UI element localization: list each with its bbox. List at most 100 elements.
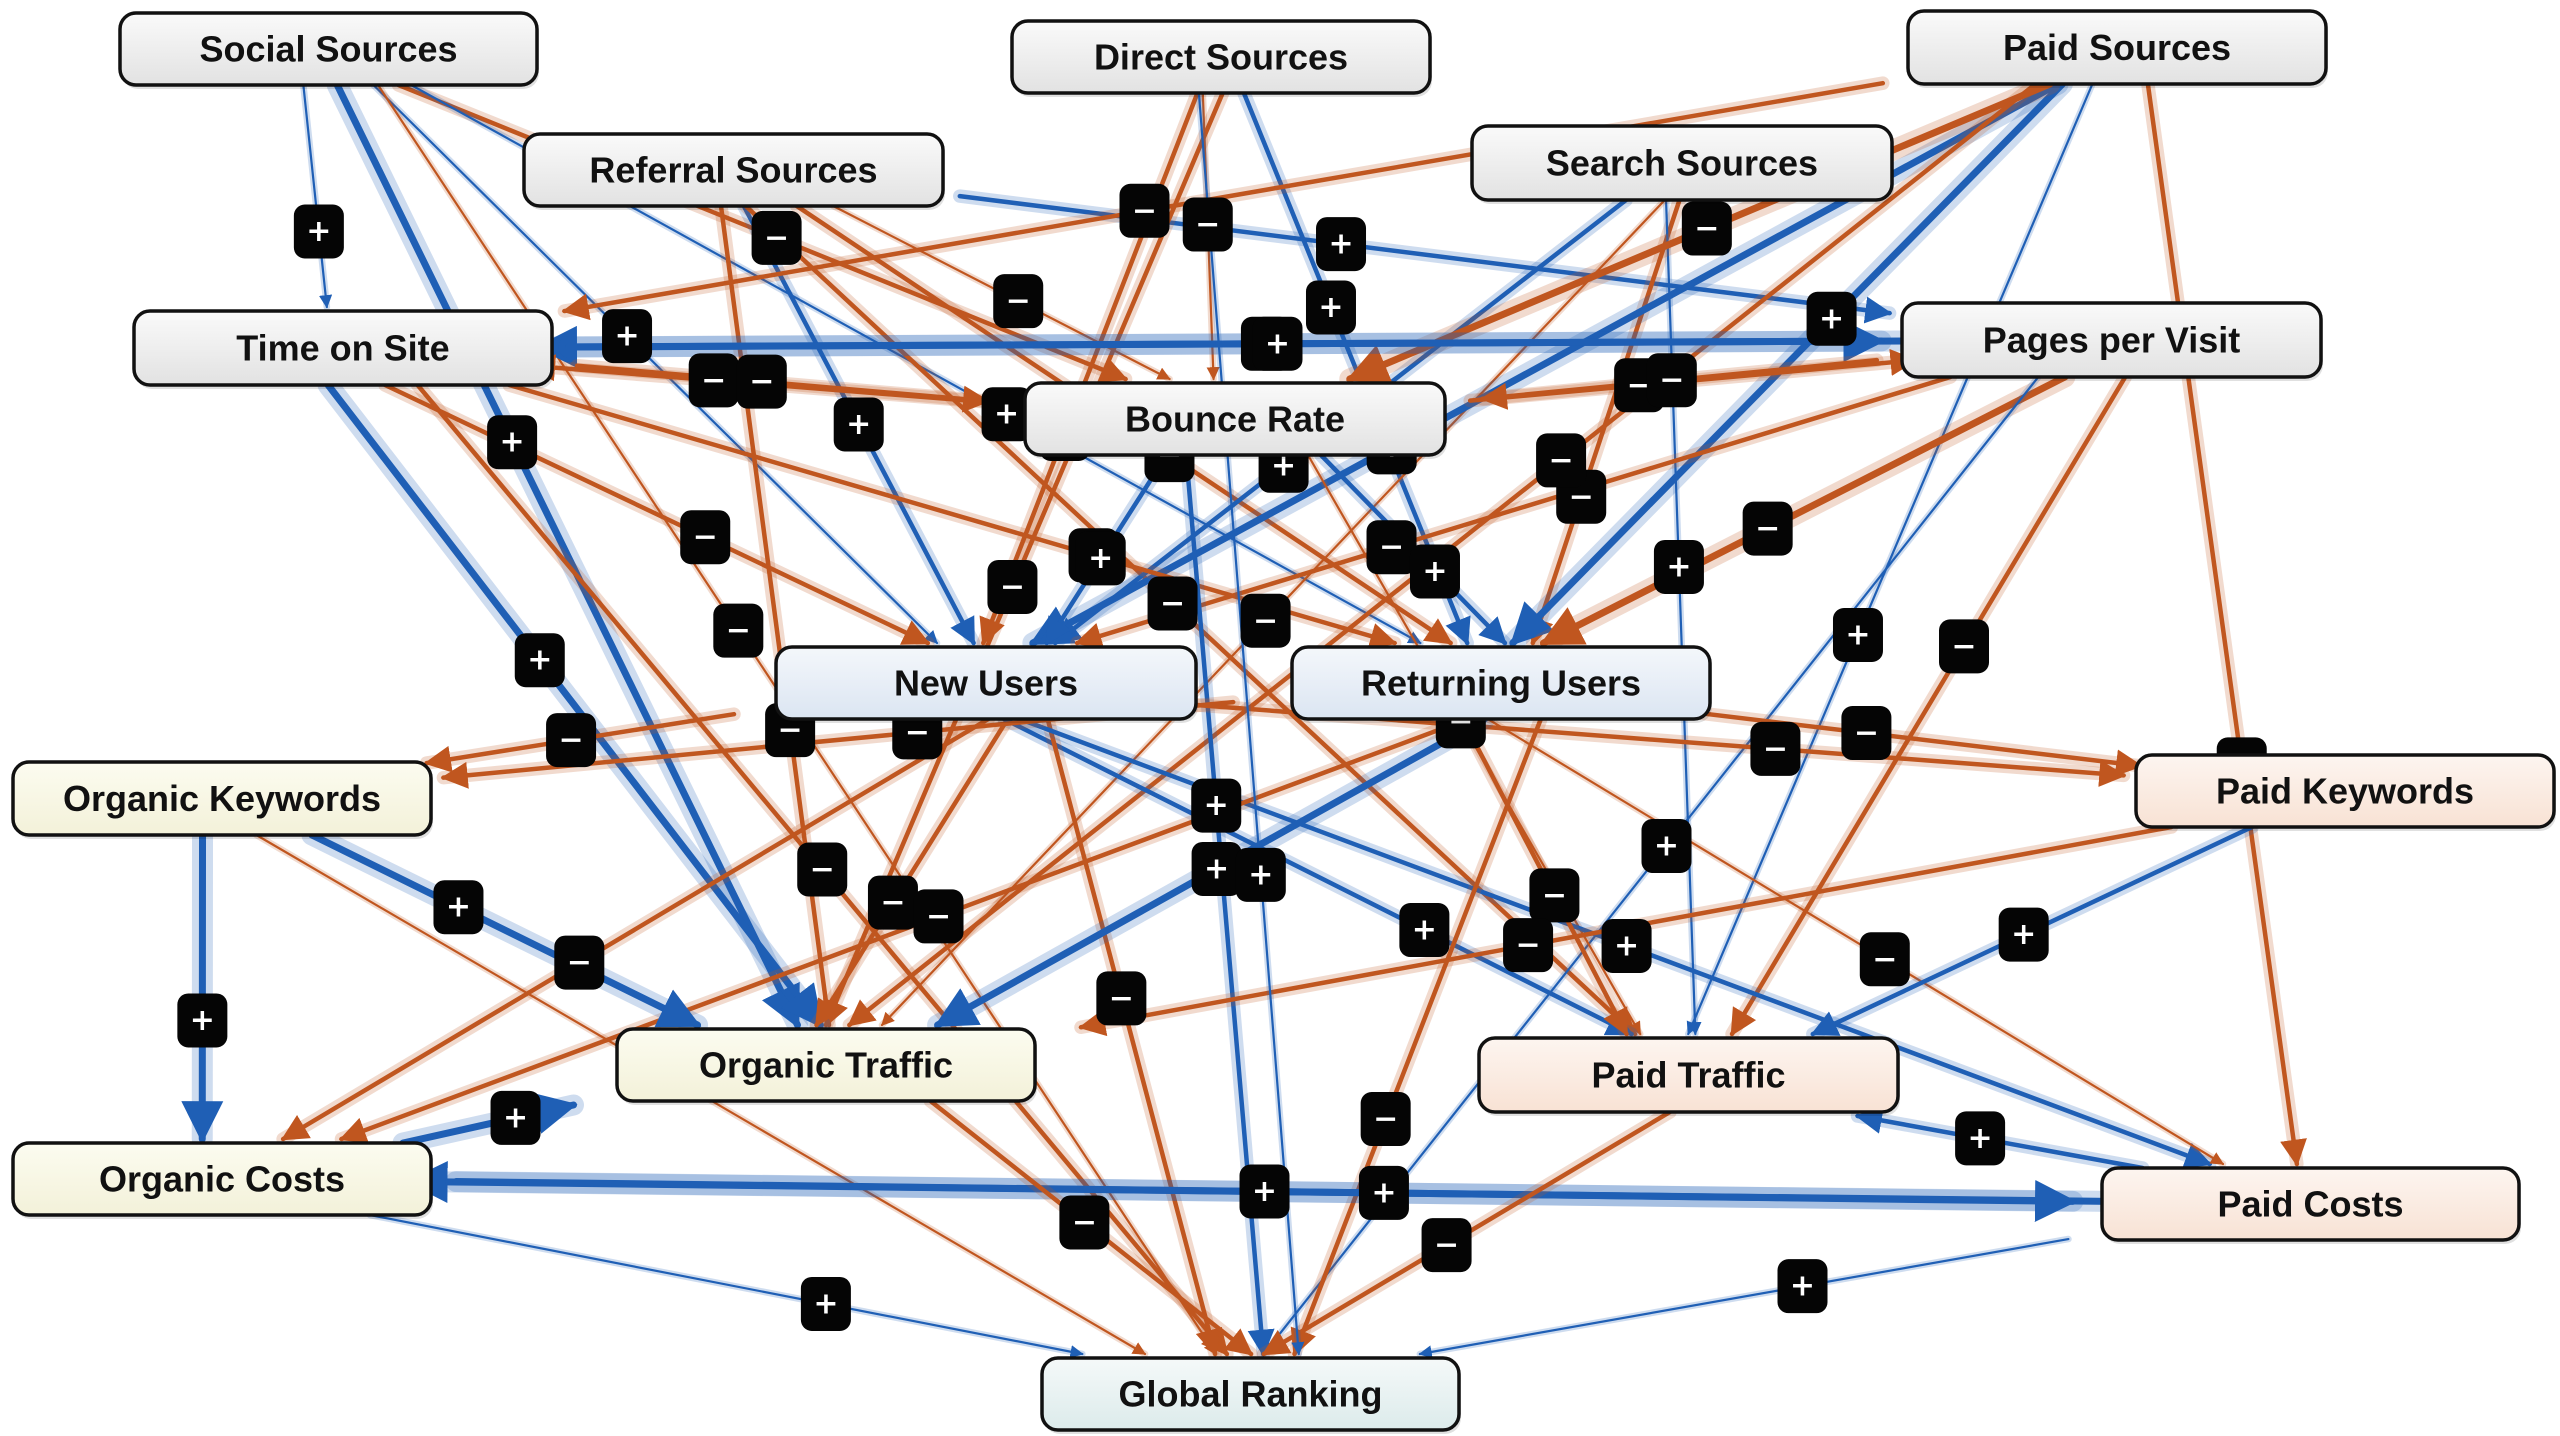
node-direct[interactable]: Direct Sources <box>1010 19 1432 97</box>
edge-paid_src-to-ret_users[interactable] <box>1509 80 2066 647</box>
badge-background <box>1955 1111 2006 1166</box>
edge-org_costs-to-global[interactable] <box>368 1213 1084 1359</box>
node-org-costs[interactable]: Organic Costs <box>11 1141 433 1219</box>
badge-background <box>1859 932 1910 987</box>
badge-background <box>981 387 1032 442</box>
negative-polarity-badge: − <box>1742 501 1793 556</box>
plus-icon: + <box>1968 1121 1993 1156</box>
negative-polarity-badge: − <box>713 603 764 658</box>
negative-polarity-badge: − <box>1096 971 1147 1026</box>
plus-icon: + <box>1790 1269 1815 1304</box>
edge-new_users-to-org_costs[interactable] <box>280 716 991 1142</box>
node-ret-users[interactable]: Returning Users <box>1290 645 1712 723</box>
positive-polarity-badge: + <box>602 309 653 364</box>
badge-background <box>1235 847 1286 902</box>
plus-icon: + <box>1204 851 1229 886</box>
node-new-users[interactable]: New Users <box>774 645 1198 723</box>
node-social[interactable]: Social Sources <box>118 11 539 89</box>
edge-paid_src-to-paid_traffic[interactable] <box>1686 82 2094 1036</box>
badge-background <box>1742 501 1793 556</box>
badge-background <box>1653 539 1704 594</box>
badge-background <box>1409 544 1460 599</box>
positive-polarity-badge: + <box>293 204 344 259</box>
edge-ret_users-to-paid_costs[interactable] <box>1486 717 2225 1166</box>
edge-social-to-new_users[interactable] <box>372 83 939 645</box>
badge-background <box>1147 576 1198 631</box>
node-paid-src[interactable]: Paid Sources <box>1906 9 2328 88</box>
negative-polarity-badge: − <box>1750 721 1801 776</box>
edge-time-to-org_traffic[interactable] <box>324 381 824 1029</box>
edge-direct-to-global[interactable] <box>1197 91 1305 1356</box>
minus-icon: − <box>701 363 726 398</box>
edge-pages-to-ret_users[interactable] <box>1539 373 2069 647</box>
badge-background <box>433 880 484 935</box>
node-label: Social Sources <box>199 29 457 70</box>
node-bounce[interactable]: Bounce Rate <box>1023 381 1447 459</box>
node-org-traffic[interactable]: Organic Traffic <box>615 1027 1037 1105</box>
node-global[interactable]: Global Ranking <box>1040 1356 1461 1434</box>
negative-polarity-badge: − <box>1059 1195 1110 1250</box>
badge-background <box>1119 183 1170 238</box>
negative-polarity-badge: − <box>546 713 597 768</box>
positive-polarity-badge: + <box>1191 778 1242 833</box>
node-label: Paid Keywords <box>2216 771 2474 812</box>
negative-polarity-badge: − <box>1536 433 1587 488</box>
minus-icon: − <box>1006 284 1031 319</box>
negative-polarity-badge: − <box>1939 619 1990 674</box>
edge-time-to-pages[interactable] <box>565 320 1886 363</box>
node-label: Organic Keywords <box>63 778 381 819</box>
positive-polarity-badge: + <box>514 633 565 688</box>
edge-search-to-ret_users[interactable] <box>1527 197 1682 646</box>
node-label: Pages per Visit <box>1983 320 2240 361</box>
edge-new_users-to-org_traffic[interactable] <box>814 716 1010 1028</box>
positive-polarity-badge: + <box>1409 544 1460 599</box>
edge-new_users-to-global[interactable] <box>1045 716 1223 1357</box>
badge-background <box>554 935 605 990</box>
edge-social-to-org_traffic[interactable] <box>333 81 801 1029</box>
badge-background <box>1832 608 1883 662</box>
positive-polarity-badge: + <box>833 397 884 452</box>
edge-time-to-new_users[interactable] <box>382 382 931 646</box>
positive-polarity-badge: + <box>1239 1164 1290 1219</box>
negative-polarity-badge: − <box>913 889 964 944</box>
plus-icon: + <box>846 407 871 442</box>
node-pages[interactable]: Pages per Visit <box>1900 301 2323 381</box>
badge-background <box>490 1090 541 1145</box>
edge-pages-to-paid_traffic[interactable] <box>1729 374 2128 1037</box>
edge-social-to-time[interactable] <box>302 83 333 309</box>
plus-icon: + <box>1252 1174 1277 1209</box>
plus-icon: + <box>2011 917 2036 952</box>
positive-polarity-badge: + <box>1191 841 1242 896</box>
node-org-kw[interactable]: Organic Keywords <box>11 760 433 839</box>
node-paid-costs[interactable]: Paid Costs <box>2100 1166 2521 1244</box>
node-referral[interactable]: Referral Sources <box>522 132 945 210</box>
minus-icon: − <box>880 885 905 920</box>
edge-pages-to-new_users[interactable] <box>1074 374 1953 649</box>
edge-ret_users-to-global[interactable] <box>1290 716 1544 1357</box>
node-box <box>615 1027 1037 1103</box>
negative-polarity-badge: − <box>797 842 848 897</box>
node-search[interactable]: Search Sources <box>1470 124 1894 204</box>
badge-background <box>1998 907 2049 962</box>
edge-ret_users-to-paid_kw[interactable] <box>1665 707 2144 777</box>
plus-icon: + <box>1328 227 1353 262</box>
node-paid-traffic[interactable]: Paid Traffic <box>1477 1036 1900 1116</box>
node-paid-kw[interactable]: Paid Keywords <box>2134 753 2556 831</box>
node-label: Organic Costs <box>99 1159 345 1200</box>
node-box <box>11 1141 433 1217</box>
edge-paid_src-to-time[interactable] <box>561 80 1886 321</box>
positive-polarity-badge: + <box>1316 217 1367 272</box>
plus-icon: + <box>1614 928 1639 963</box>
edge-paid_src-to-paid_costs[interactable] <box>2145 81 2307 1167</box>
edge-new_users-to-paid_traffic[interactable] <box>1001 716 1634 1037</box>
edge-paid_costs-to-global[interactable] <box>1418 1237 2070 1359</box>
positive-polarity-badge: + <box>487 415 538 470</box>
negative-polarity-badge: − <box>1859 932 1910 987</box>
edge-org_costs-to-org_traffic[interactable] <box>399 1092 578 1147</box>
negative-polarity-badge: − <box>1182 197 1233 252</box>
edge-direct-to-org_traffic[interactable] <box>823 90 1225 1028</box>
badge-background <box>1806 291 1857 346</box>
edge-org_kw-to-org_traffic[interactable] <box>308 831 702 1029</box>
node-time[interactable]: Time on Site <box>132 309 554 389</box>
plus-icon: + <box>306 214 331 249</box>
